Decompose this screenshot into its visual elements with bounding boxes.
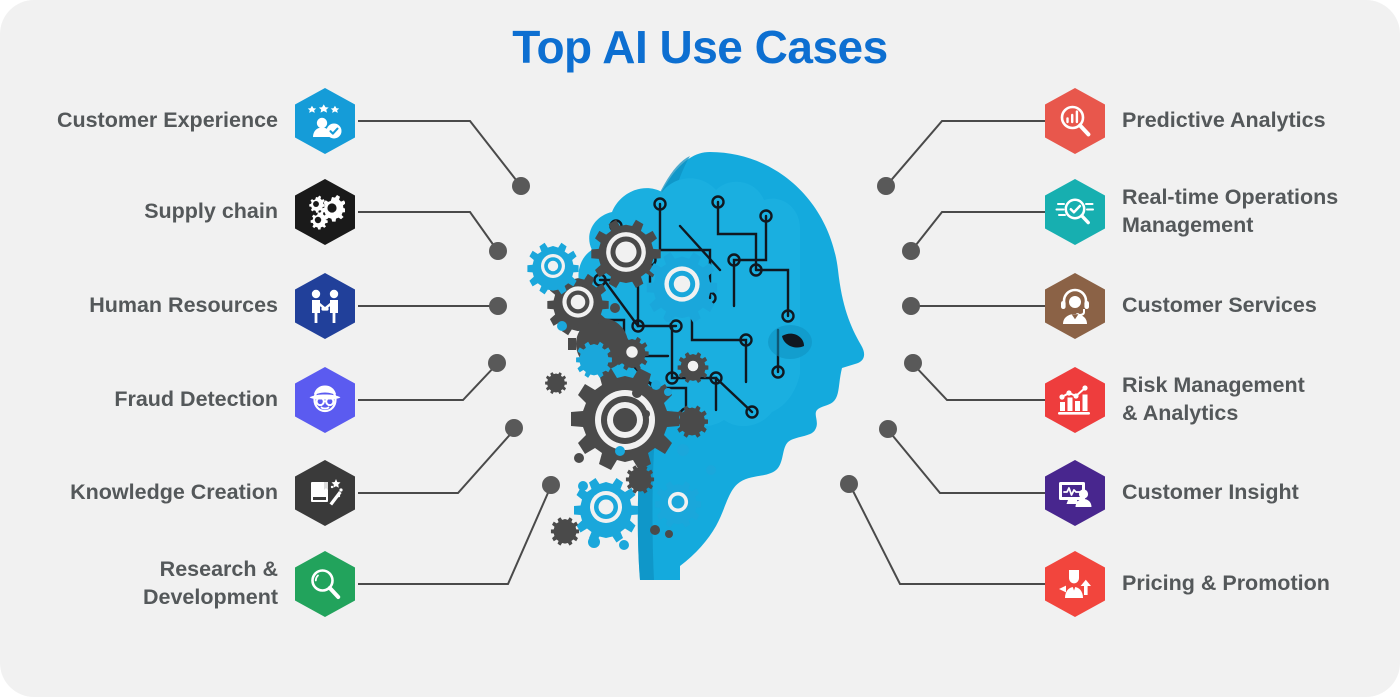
connector-dot-left-3 [489, 297, 507, 315]
gear-large-dark [571, 368, 679, 470]
use-case-item-customer-services[interactable]: Customer Services [1045, 270, 1317, 342]
use-case-label: Pricing & Promotion [1122, 571, 1330, 596]
use-case-label: Supply chain [144, 199, 278, 224]
gear-dots [557, 303, 716, 550]
page-title: Top AI Use Cases [512, 21, 888, 73]
pricing-promotion-icon [1045, 551, 1105, 617]
gear-cyan-top-left [527, 242, 579, 295]
gear-cyan-small [576, 341, 612, 378]
use-case-label: Fraud Detection [114, 387, 278, 412]
eye [768, 325, 812, 359]
gear-small-dark-b [677, 352, 709, 384]
research-development-magnifier-icon [295, 551, 355, 617]
use-case-label: Human Resources [89, 293, 278, 318]
use-case-item-customer-insight[interactable]: Customer Insight [1045, 457, 1299, 529]
connector-left-5 [358, 428, 516, 494]
connector-left-1 [358, 120, 521, 186]
connector-right-4 [912, 363, 1045, 401]
use-case-label: Customer Insight [1122, 480, 1299, 505]
use-case-item-customer-experience[interactable]: Customer Experience [57, 85, 355, 157]
connector-left-4 [358, 363, 498, 401]
customer-services-headset-icon [1045, 273, 1105, 339]
fraud-detection-spy-icon [295, 367, 355, 433]
customer-insight-monitor-icon [1045, 460, 1105, 526]
use-case-item-realtime-operations[interactable]: Real-time Operations Management [1045, 176, 1338, 248]
customer-experience-icon [295, 88, 355, 154]
connector-right-2 [911, 211, 1045, 251]
gear-cyan-lower-left [574, 478, 638, 543]
human-resources-handshake-icon [295, 273, 355, 339]
gear-small-dark-f [545, 372, 567, 395]
gears-cascade [527, 219, 718, 550]
ai-brain-head-illustration [527, 152, 865, 580]
use-case-label: Customer Services [1122, 293, 1317, 318]
use-case-label: Customer Experience [56, 108, 278, 133]
use-case-item-supply-chain[interactable]: Supply chain [144, 176, 355, 248]
supply-chain-gears-icon [295, 179, 355, 245]
gear-cyan-lower-right [654, 481, 702, 528]
use-case-item-knowledge-creation[interactable]: Knowledge Creation [70, 457, 355, 529]
realtime-operations-icon [1045, 179, 1105, 245]
gear-cyan-right [646, 252, 718, 324]
connector-dot-left-4 [488, 354, 506, 372]
connector-dot-right-2 [902, 242, 920, 260]
knowledge-creation-book-wand-icon [295, 460, 355, 526]
connector-right-5 [887, 429, 1045, 494]
use-case-item-predictive-analytics[interactable]: Predictive Analytics [1045, 85, 1326, 157]
gear-medium-dark-top [591, 219, 661, 288]
use-case-label: Real-time Operations Management [1122, 185, 1339, 237]
use-case-label: Risk Management & Analytics [1122, 373, 1305, 425]
use-case-item-pricing-promotion[interactable]: Pricing & Promotion [1045, 548, 1330, 620]
predictive-analytics-icon [1045, 88, 1105, 154]
connector-dot-right-4 [904, 354, 922, 372]
connector-right-1 [886, 120, 1045, 186]
gear-small-dark-c [625, 465, 655, 494]
connector-dot-left-2 [489, 242, 507, 260]
gear-small-dark-a [615, 336, 649, 371]
use-case-item-risk-management[interactable]: Risk Management & Analytics [1045, 364, 1305, 436]
use-case-label: Knowledge Creation [70, 480, 278, 505]
gear-small-dark-e [550, 517, 580, 546]
connector-left-2 [358, 211, 498, 251]
use-case-item-human-resources[interactable]: Human Resources [89, 270, 355, 342]
use-case-item-fraud-detection[interactable]: Fraud Detection [114, 364, 355, 436]
use-case-item-research-development[interactable]: Research & Development [143, 548, 355, 620]
use-case-label: Predictive Analytics [1122, 108, 1326, 133]
connector-dot-right-3 [902, 297, 920, 315]
risk-management-chart-icon [1045, 367, 1105, 433]
gear-small-dark-d [676, 405, 708, 438]
use-case-label: Research & Development [142, 557, 278, 609]
